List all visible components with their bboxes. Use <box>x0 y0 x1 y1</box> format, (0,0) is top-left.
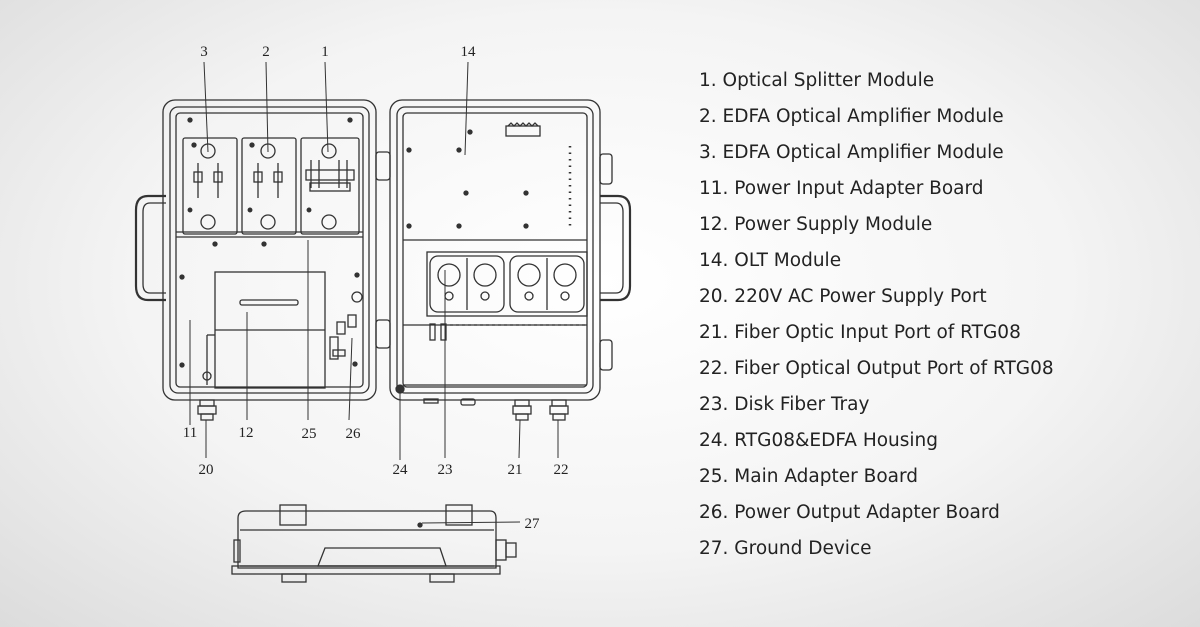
legend-item: 27. Ground Device <box>699 538 872 559</box>
legend-item: 21. Fiber Optic Input Port of RTG08 <box>699 322 1021 343</box>
callout-27: 27 <box>525 516 541 532</box>
callout-3: 3 <box>200 44 208 60</box>
callout-14: 14 <box>461 44 477 60</box>
left-door-tabs <box>347 291 363 328</box>
left-door <box>134 99 377 401</box>
callout-20: 20 <box>199 462 214 478</box>
port-20 <box>197 399 217 421</box>
tray-connectors <box>429 323 585 341</box>
power-supply-module <box>202 271 346 389</box>
callout-labels: 3 2 1 14 11 12 25 26 20 24 23 21 22 27 <box>183 44 569 532</box>
callout-21: 21 <box>508 462 523 478</box>
callout-12: 12 <box>239 425 254 441</box>
legend-item: 1. Optical Splitter Module <box>699 70 935 91</box>
module-2-edfa <box>241 137 297 235</box>
module-1-splitter <box>300 137 360 235</box>
legend-item: 2. EDFA Optical Amplifier Module <box>699 106 1004 127</box>
callout-23: 23 <box>438 462 453 478</box>
callout-2: 2 <box>262 44 270 60</box>
callout-25: 25 <box>302 426 317 442</box>
legend-item: 23. Disk Fiber Tray <box>699 394 870 415</box>
module-3-edfa <box>182 137 238 235</box>
right-door-bottom <box>395 384 476 406</box>
enclosure-diagram: 3 2 1 14 11 12 25 26 20 24 23 21 22 27 <box>134 44 632 583</box>
legend-item: 20. 220V AC Power Supply Port <box>699 286 987 307</box>
callout-26: 26 <box>346 426 362 442</box>
callout-24: 24 <box>393 462 409 478</box>
leader-lines <box>189 61 559 524</box>
legend-item: 11. Power Input Adapter Board <box>699 178 984 199</box>
legend-item: 25. Main Adapter Board <box>699 466 918 487</box>
left-door-screws <box>179 117 360 368</box>
disk-fiber-tray <box>426 251 588 317</box>
legend-item: 26. Power Output Adapter Board <box>699 502 1000 523</box>
legend-item: 22. Fiber Optical Output Port of RTG08 <box>699 358 1054 379</box>
olt-module <box>406 122 572 229</box>
legend-item: 14. OLT Module <box>699 250 842 271</box>
legend-item: 12. Power Supply Module <box>699 214 933 235</box>
port-21 <box>512 399 532 421</box>
callout-11: 11 <box>183 425 197 441</box>
component-legend: 1. Optical Splitter Module 2. EDFA Optic… <box>699 63 1054 567</box>
callout-22: 22 <box>554 462 569 478</box>
callout-1: 1 <box>321 44 329 60</box>
legend-item: 3. EDFA Optical Amplifier Module <box>699 142 1004 163</box>
bottom-side-view <box>231 504 517 583</box>
port-22 <box>549 399 569 421</box>
right-door <box>375 99 632 401</box>
legend-item: 24. RTG08&EDFA Housing <box>699 430 939 451</box>
